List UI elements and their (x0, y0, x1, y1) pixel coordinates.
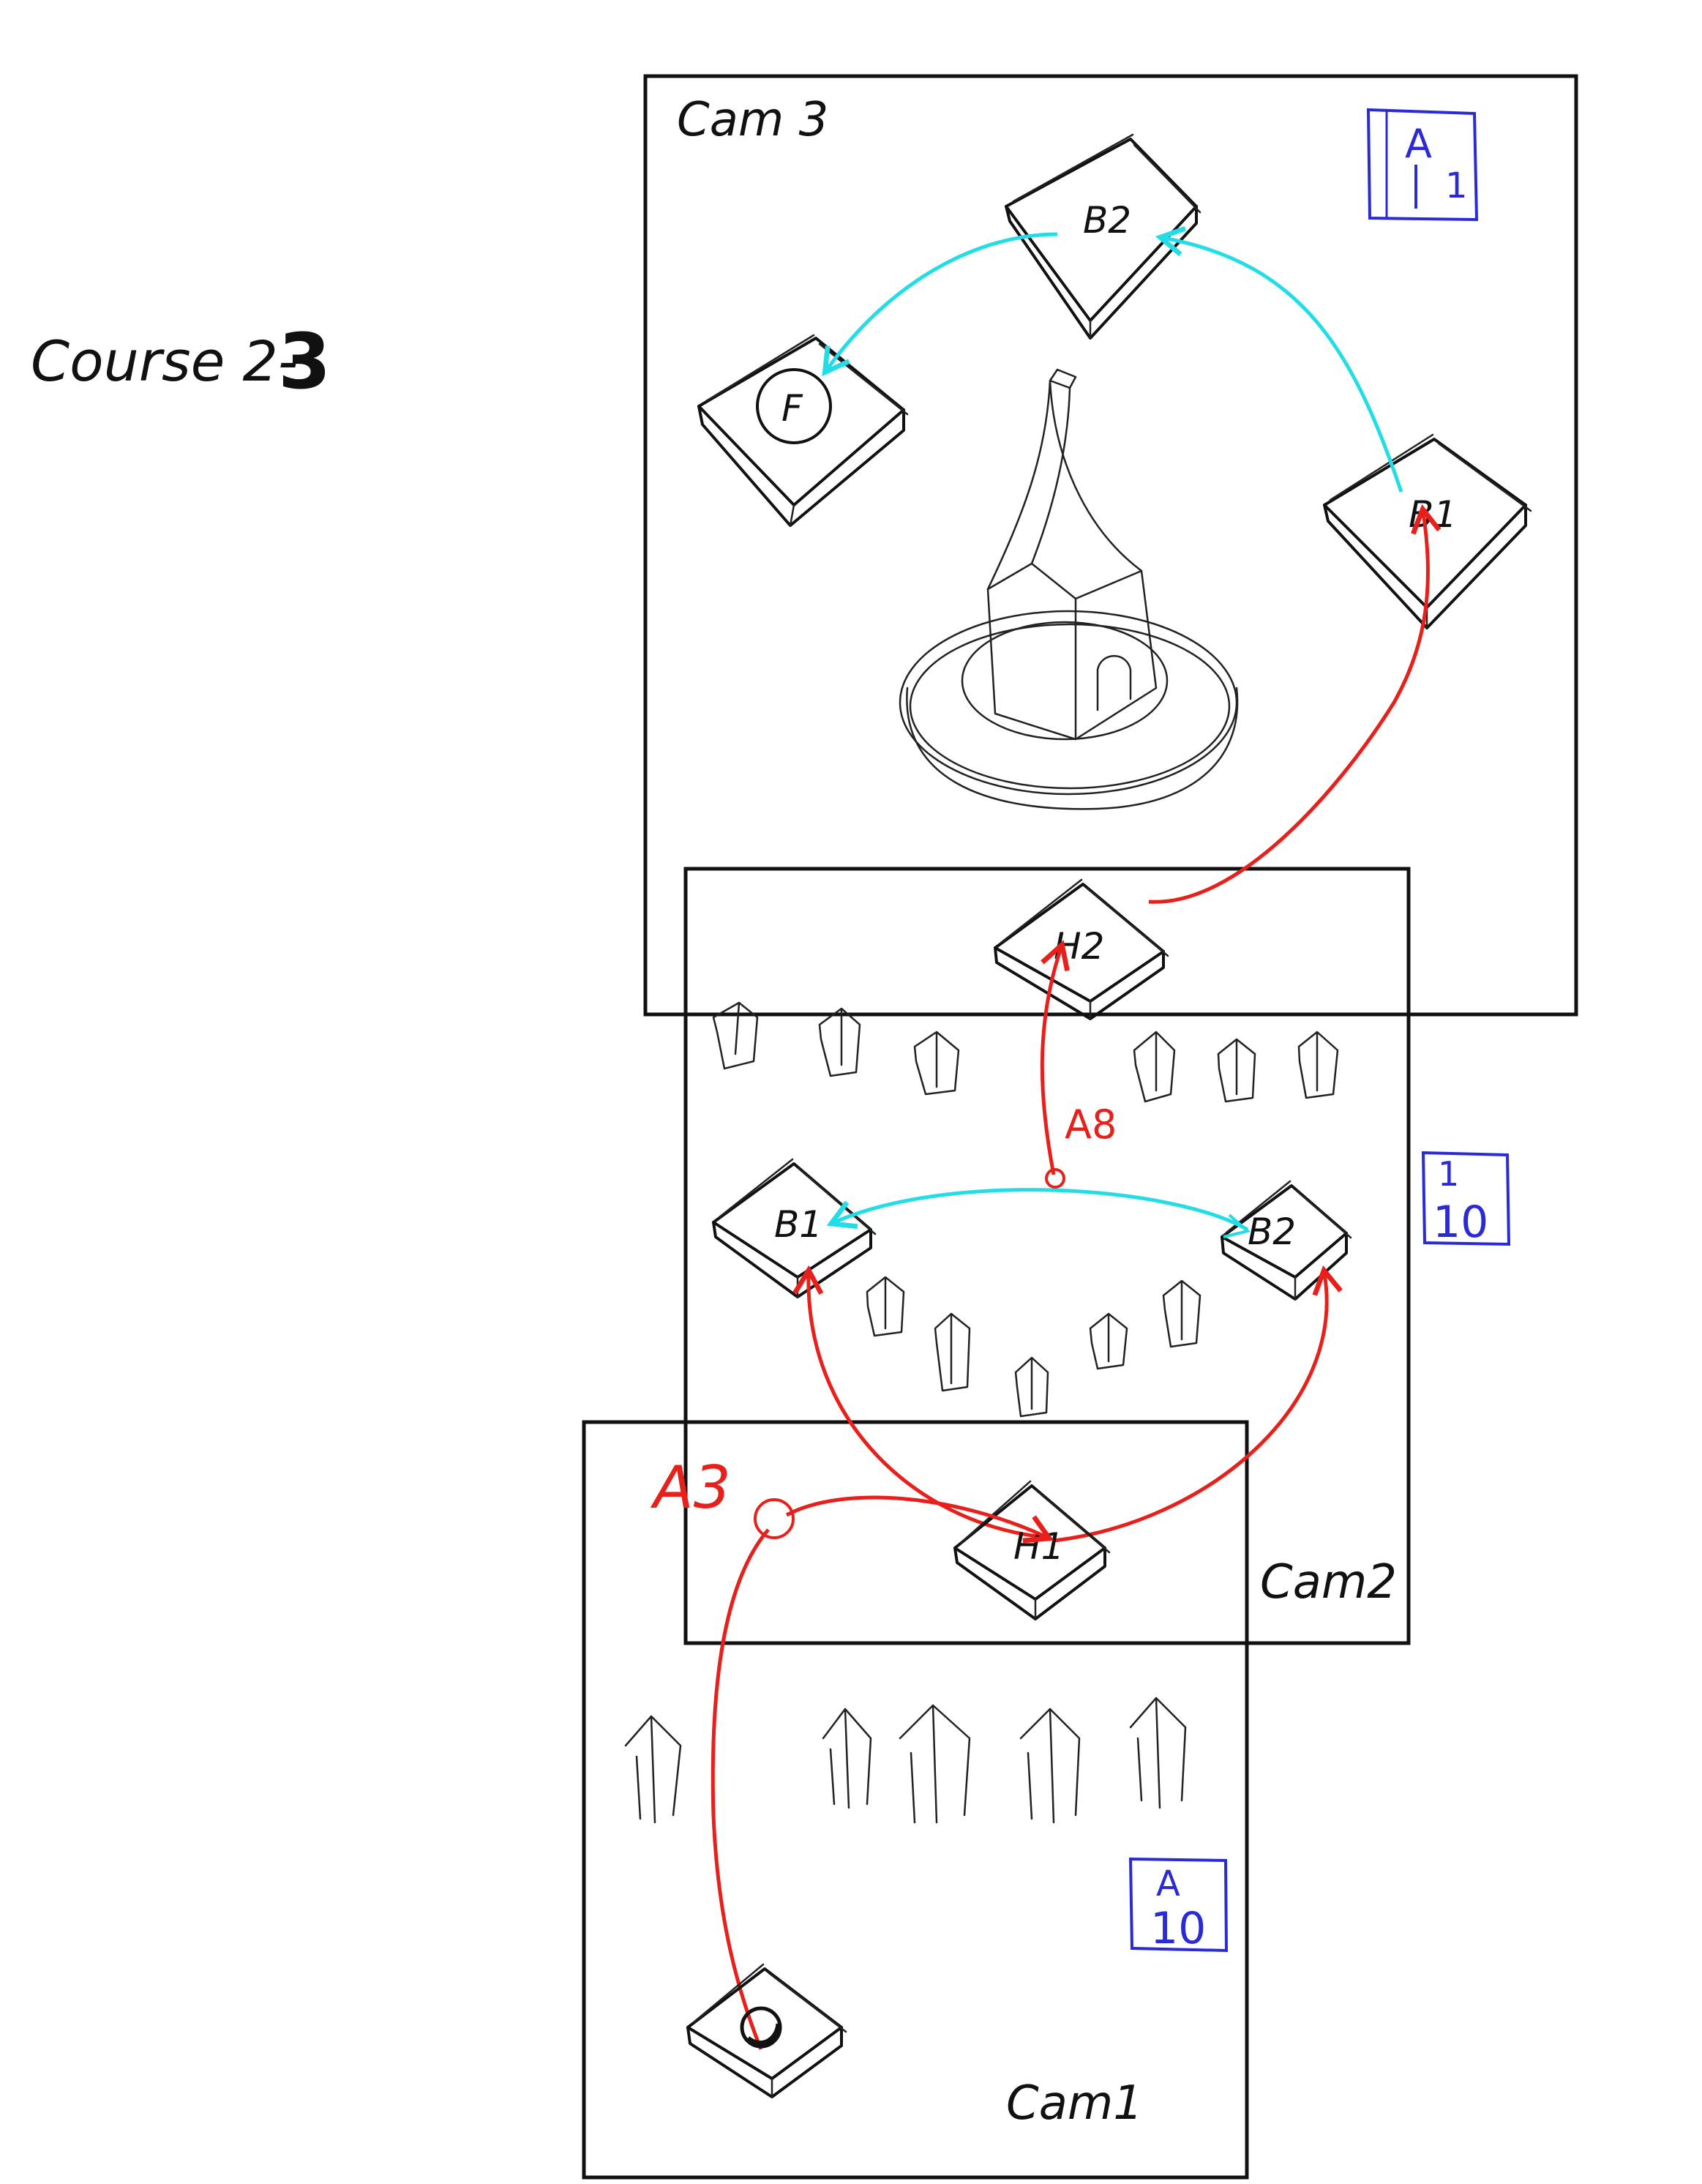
cam3-label: Cam 3 (677, 93, 828, 147)
cam1-pillar-props (624, 1697, 1187, 1824)
cam2-blue-box-top: 1 (1438, 1154, 1459, 1194)
cam3-frame (643, 74, 1578, 1017)
cam2-lower-props (866, 1276, 1201, 1418)
a3-node (754, 1498, 795, 1539)
cam2-blue-box-bottom: 10 (1433, 1197, 1488, 1248)
cam2-b2-tile: B2 (1221, 1180, 1352, 1301)
course-title: Course 2- 3 (31, 317, 331, 406)
a8-node (1045, 1168, 1065, 1189)
red-path-a3-to-h1 (785, 1495, 1054, 1544)
cam2-cyan-path-b2-b1 (826, 1188, 1249, 1232)
cam3-b2-label: B2 (1083, 199, 1131, 242)
red-path-h2-to-b1 (1148, 504, 1442, 904)
cam1-blue-box-bottom: 10 (1150, 1903, 1206, 1954)
start-tile (686, 1963, 847, 2098)
cam3-f-tile: F (697, 334, 909, 527)
cam2-frame (683, 867, 1411, 1645)
cam3-cyan-path-b1-b2 (1155, 226, 1403, 493)
cam3-blue-box-bottom: 1 (1445, 165, 1468, 206)
red-path-a8-to-h2 (1040, 940, 1070, 1175)
cam1-frame (582, 1420, 1249, 2180)
cam2-blue-box: 1 10 (1421, 1151, 1511, 1248)
cam3-b1-label: B1 (1409, 493, 1457, 536)
a3-label: A3 (650, 1454, 731, 1522)
course-title-prefix: Course 2- (31, 329, 298, 394)
cam2-upper-props (712, 1001, 1339, 1103)
course-title-number: 3 (278, 317, 331, 406)
cam2-b2-label: B2 (1248, 1211, 1296, 1253)
red-path-h1-to-b2 (1053, 1265, 1343, 1543)
cam1-label: Cam1 (1006, 2076, 1143, 2131)
cam3-b2-tile: B2 (1005, 133, 1201, 340)
red-path-start-to-a3 (711, 1528, 770, 2050)
cam2-b1-label: B1 (774, 1203, 822, 1246)
a8-label: A8 (1065, 1102, 1117, 1148)
cam2-cyan-arrow-b2 (1223, 1213, 1251, 1238)
h1-tile: H1 (953, 1480, 1111, 1620)
cam3-cyan-path-b2-f (822, 232, 1058, 377)
red-path-h1-to-b1 (792, 1265, 1043, 1539)
h2-label: H2 (1054, 925, 1104, 968)
cam1-blue-box-top: A (1156, 1863, 1180, 1904)
central-tower-sketch (899, 368, 1239, 810)
cam2-label: Cam2 (1260, 1555, 1397, 1609)
cam1-blue-box: A 10 (1128, 1857, 1229, 1954)
cam3-blue-box-top: A (1405, 121, 1432, 167)
cam3-f-label: F (781, 387, 803, 430)
cam2-b1-tile: B1 (712, 1158, 877, 1298)
cam3-blue-box: A 1 (1366, 108, 1479, 222)
h2-tile: H2 (994, 878, 1169, 1020)
